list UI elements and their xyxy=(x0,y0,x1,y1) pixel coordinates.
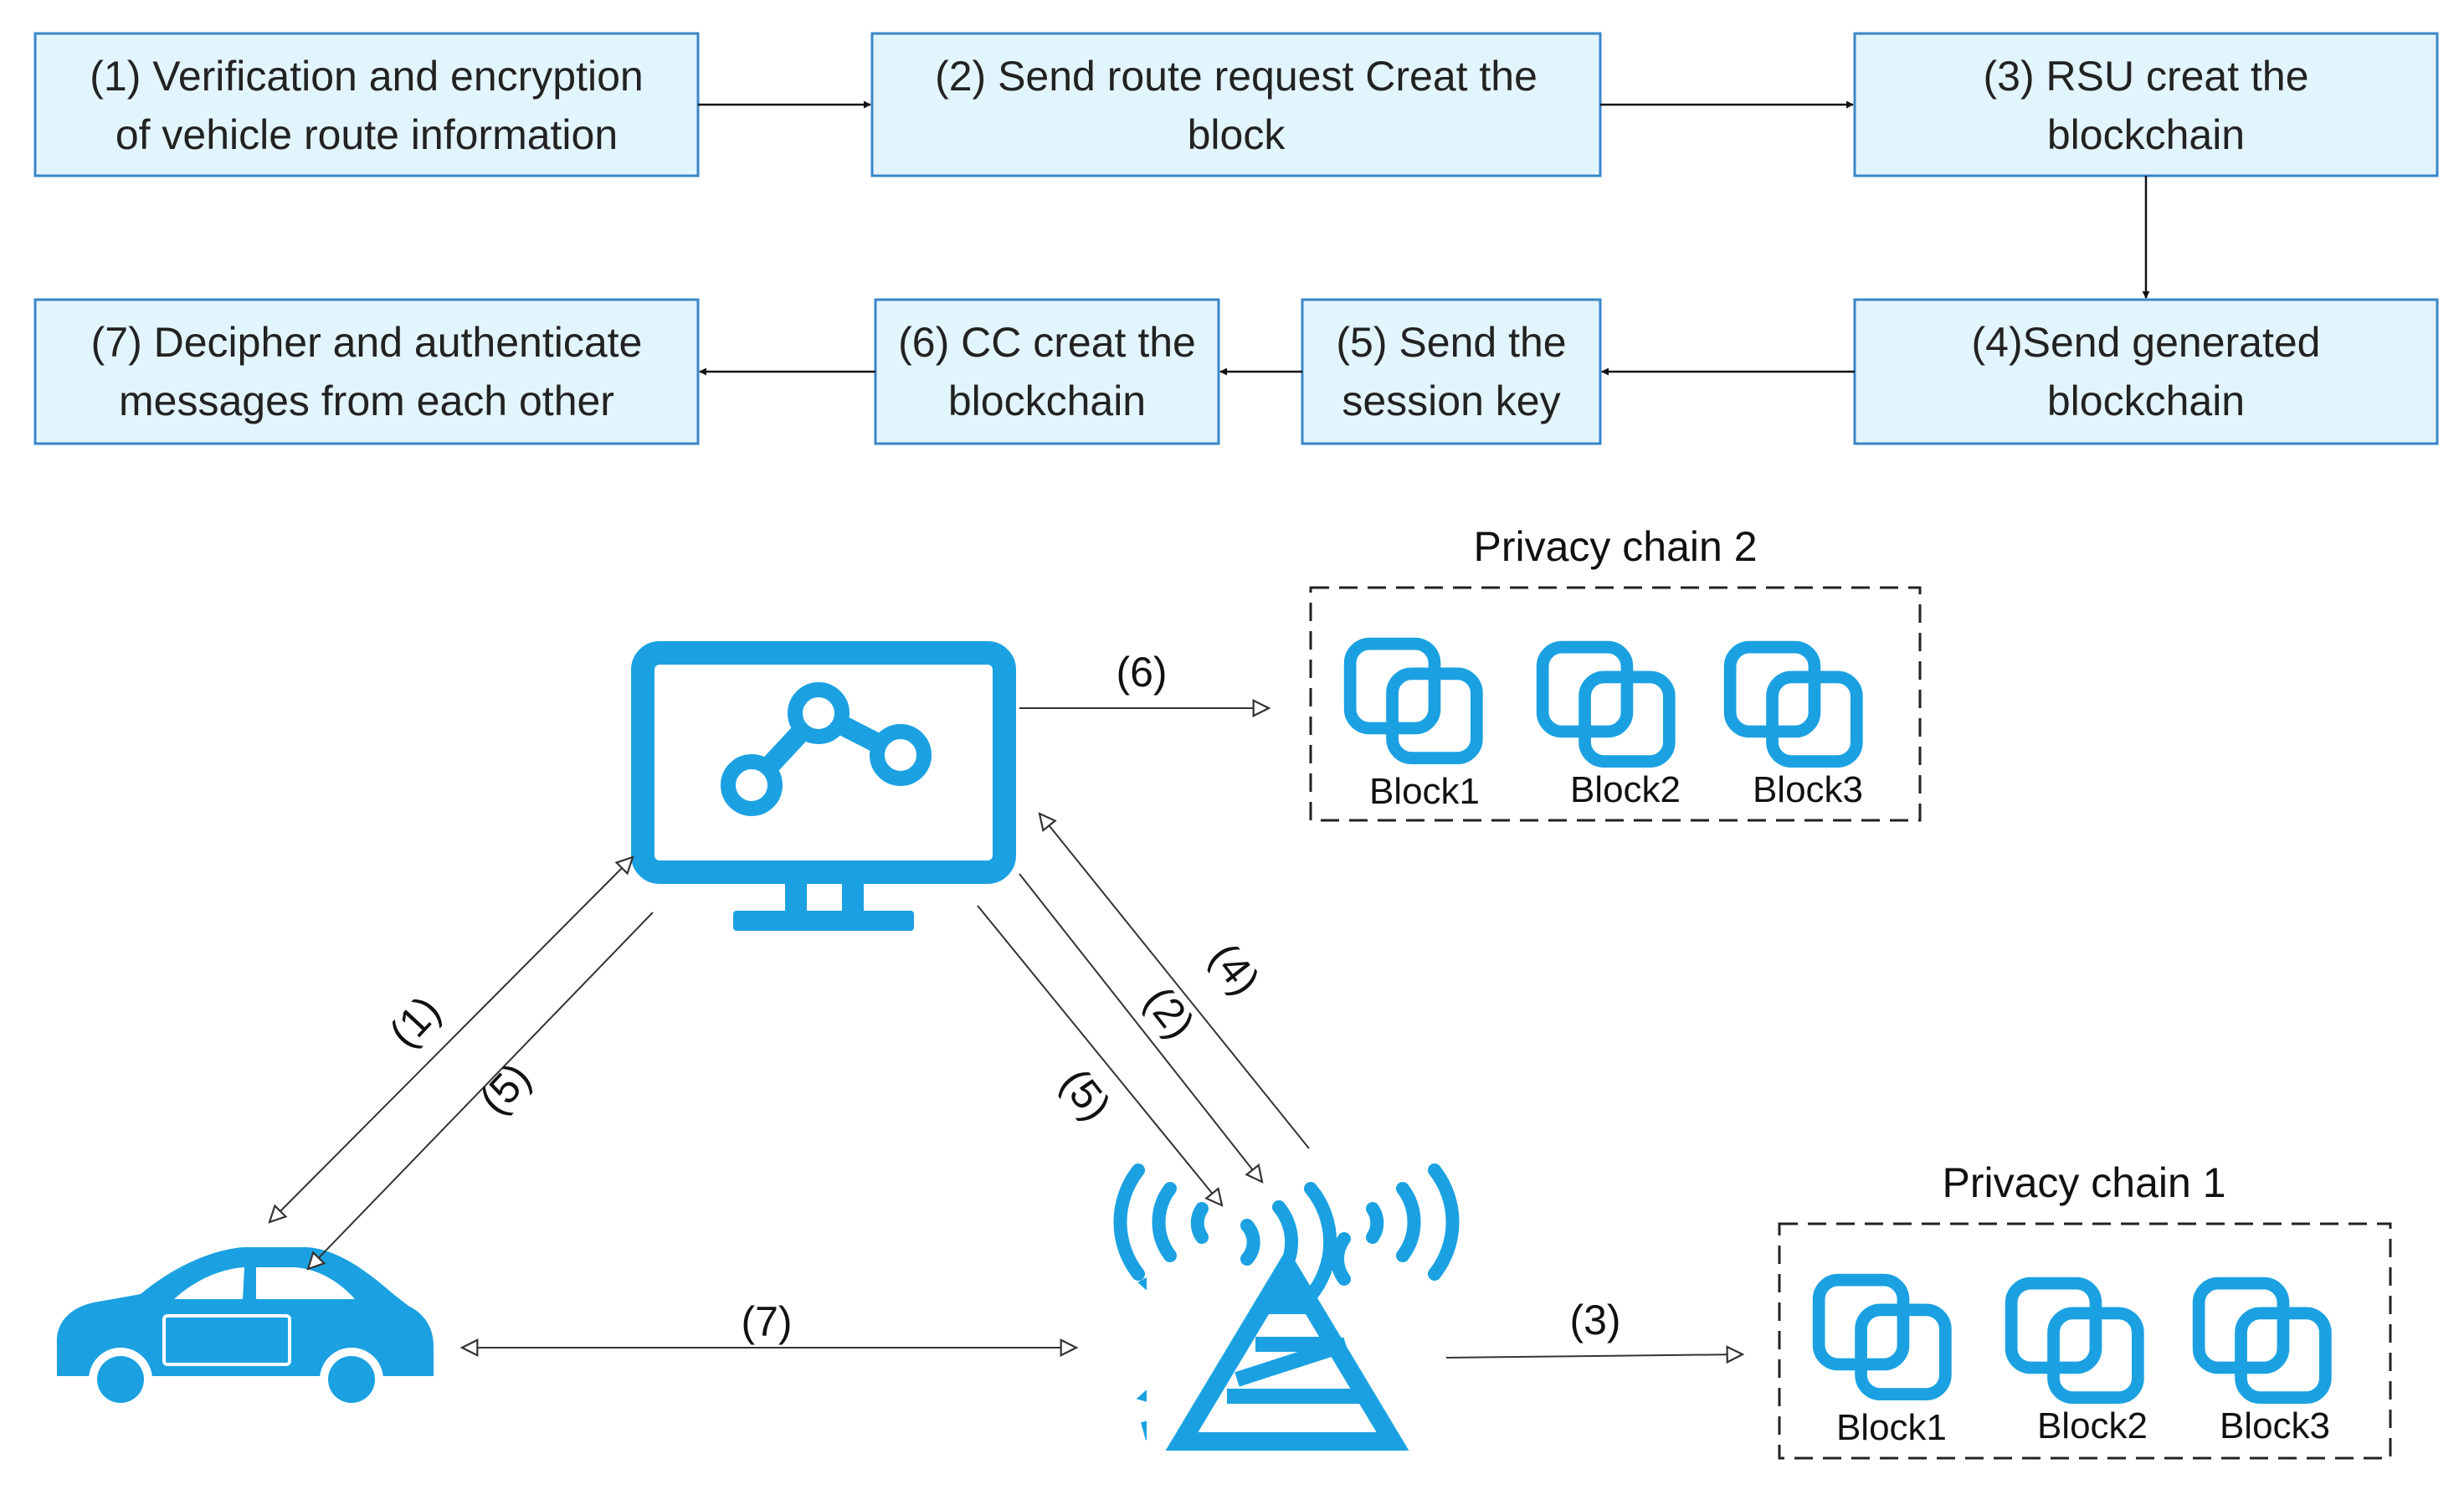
flow-step-7-line-2: messages from each other xyxy=(119,378,614,424)
flow-step-2: (2) Send route request Creat the block xyxy=(870,32,1602,177)
arrow-3 xyxy=(1445,1354,1743,1358)
flow-step-5: (5) Send the session key xyxy=(1301,298,1602,445)
flow-steps: (1) Verification and encryption of vehic… xyxy=(33,32,2439,445)
stacked-squares-icon xyxy=(2199,1283,2325,1398)
edge-label-5-left: (5) xyxy=(470,1054,540,1123)
edge-label-7: (7) xyxy=(741,1298,792,1345)
flow-step-4-line-1: (4)Send generated xyxy=(1972,319,2321,366)
flow-step-6: (6) CC creat the blockchain xyxy=(874,298,1220,445)
edge-label-2: (2) xyxy=(1136,978,1204,1047)
privacy-chain-2-title: Privacy chain 2 xyxy=(1473,523,1757,570)
car-icon xyxy=(56,1247,434,1411)
privacy-chain-1-block-3: Block3 xyxy=(2220,1405,2330,1446)
privacy-chain-2: Privacy chain 2 Block1 Block2 Block3 xyxy=(1309,523,1922,822)
arrow-2 xyxy=(1019,873,1262,1182)
privacy-chain-2-block-3: Block3 xyxy=(1753,769,1863,810)
flow-step-3-line-2: blockchain xyxy=(2047,111,2245,158)
arrow-5-right xyxy=(977,905,1222,1205)
flow-step-4-line-2: blockchain xyxy=(2047,378,2245,424)
edge-label-5-right: (5) xyxy=(1052,1060,1121,1129)
edge-label-1: (1) xyxy=(380,987,449,1056)
privacy-chain-2-block-1: Block1 xyxy=(1369,771,1480,812)
stacked-squares-icon xyxy=(2011,1283,2138,1398)
privacy-chain-1: Privacy chain 1 Block1 Block2 Block3 xyxy=(1778,1159,2392,1460)
tower-structure xyxy=(1113,1164,1460,1456)
flow-step-7: (7) Decipher and authenticate messages f… xyxy=(33,298,700,445)
flow-step-4: (4)Send generated blockchain xyxy=(1853,298,2439,445)
flow-step-5-line-1: (5) Send the xyxy=(1336,319,1566,366)
stacked-squares-icon xyxy=(1730,647,1856,761)
flow-step-5-line-2: session key xyxy=(1342,378,1560,424)
privacy-chain-2-block-2: Block2 xyxy=(1570,769,1681,810)
flow-arrows xyxy=(698,100,2150,376)
stacked-squares-icon xyxy=(1350,644,1476,758)
flow-step-6-line-2: blockchain xyxy=(948,378,1146,424)
network-arrows xyxy=(270,708,1743,1358)
arrow-5-left xyxy=(308,912,654,1269)
flow-step-2-line-2: block xyxy=(1188,111,1286,158)
flow-step-2-line-1: (2) Send route request Creat the xyxy=(935,53,1537,100)
flow-step-1-line-2: of vehicle route information xyxy=(116,111,618,158)
privacy-chain-1-block-2: Block2 xyxy=(2037,1405,2148,1446)
flow-step-1: (1) Verification and encryption of vehic… xyxy=(33,32,700,177)
privacy-chain-1-title: Privacy chain 1 xyxy=(1942,1159,2225,1206)
flow-step-3-line-1: (3) RSU creat the xyxy=(1983,53,2308,100)
stacked-squares-icon xyxy=(1819,1280,1945,1395)
flow-step-6-line-1: (6) CC creat the xyxy=(898,319,1196,366)
privacy-chain-1-block-1: Block1 xyxy=(1836,1407,1947,1448)
monitor-network-icon xyxy=(631,641,1016,931)
flow-step-3: (3) RSU creat the blockchain xyxy=(1853,32,2439,177)
edge-label-6: (6) xyxy=(1116,649,1167,696)
flow-step-1-line-1: (1) Verification and encryption xyxy=(90,53,643,100)
arrow-4 xyxy=(1040,814,1310,1149)
edge-label-3: (3) xyxy=(1569,1297,1620,1343)
stacked-squares-icon xyxy=(1543,647,1669,761)
flow-step-7-line-1: (7) Decipher and authenticate xyxy=(91,319,643,366)
arrow-1 xyxy=(270,857,633,1222)
edge-label-4: (4) xyxy=(1201,934,1270,1004)
